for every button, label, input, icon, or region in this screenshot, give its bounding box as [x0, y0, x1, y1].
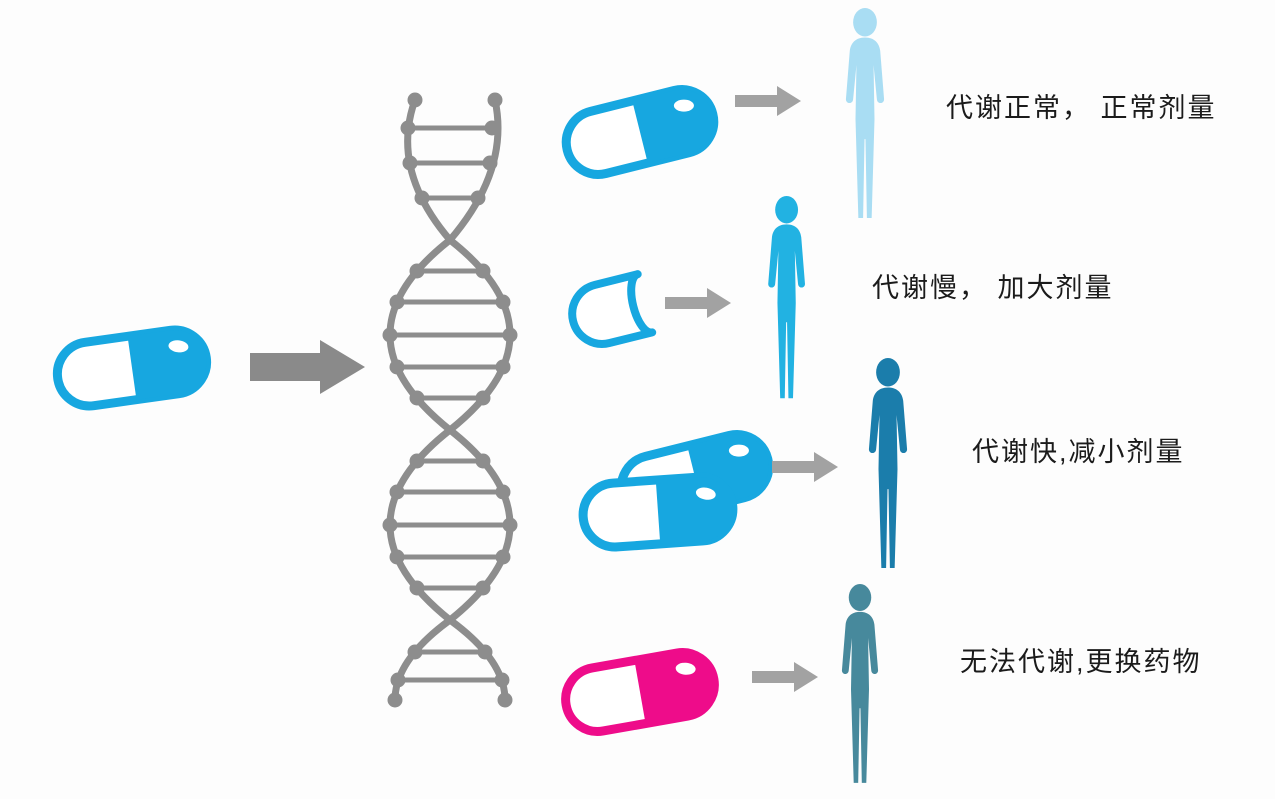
row4-arrow-icon: [752, 662, 818, 692]
row4-pink-capsule-icon: [561, 647, 720, 736]
row2-arrow-icon: [665, 288, 731, 318]
row1-single-full-capsule-icon: [559, 83, 720, 181]
row2-cyan-person-icon: [768, 196, 805, 399]
row3-blue-person-icon: [868, 358, 908, 568]
row2-label-slow-metabolism: 代谢慢， 加大剂量: [872, 273, 1114, 303]
row1-arrow-icon: [735, 86, 801, 116]
row4-teal-person-icon: [841, 584, 879, 783]
dna-end-nodes: [387, 92, 513, 708]
row3-front-capsule-icon: [581, 475, 735, 549]
row1-label-normal-metabolism: 代谢正常， 正常剂量: [946, 93, 1217, 123]
dna-rungs: [382, 120, 518, 688]
row2-half-empty-capsule-icon: [566, 274, 652, 350]
to-dna-arrow-icon: [250, 340, 365, 394]
row1-light-blue-person-icon: [845, 8, 885, 218]
row3-label-fast-metabolism: 代谢快,减小剂量: [972, 437, 1185, 467]
row3-arrow-icon: [772, 452, 838, 482]
source-drug-capsule-icon: [53, 326, 210, 410]
row4-label-cannot-metabolize: 无法代谢,更换药物: [960, 647, 1202, 677]
dna-double-helix-icon: [382, 92, 518, 708]
